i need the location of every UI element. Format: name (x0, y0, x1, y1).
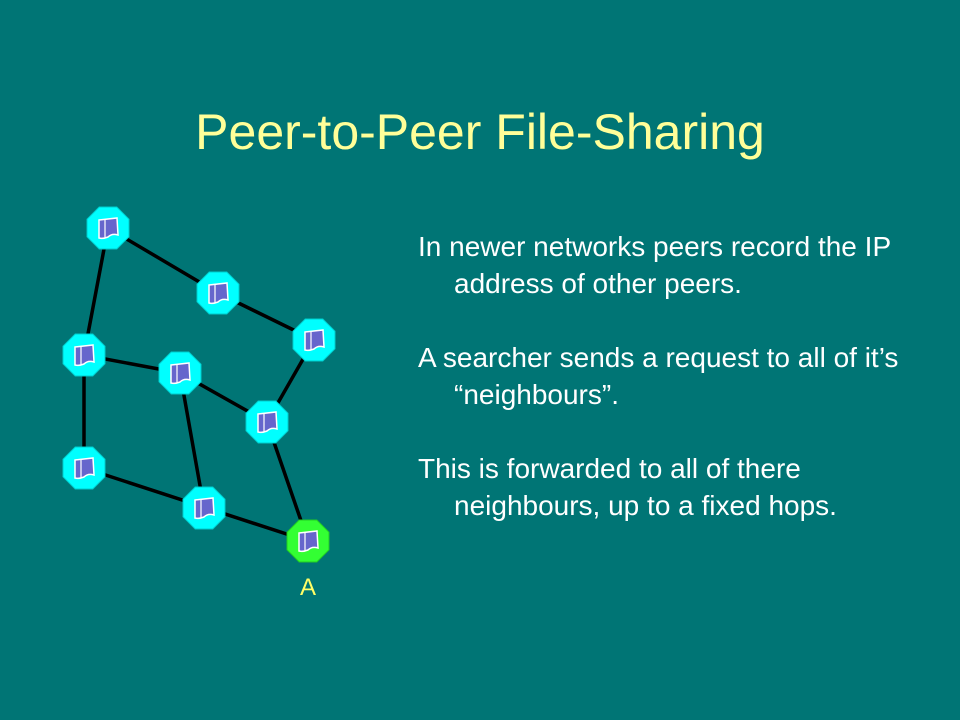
folder-document-icon (170, 362, 191, 385)
peer-node-5 (158, 351, 202, 395)
peer-node-7 (62, 446, 106, 490)
paragraph-2: A searcher sends a request to all of it’… (418, 342, 899, 410)
searcher-label: A (300, 574, 316, 601)
peer-node-8 (182, 486, 226, 530)
peer-nodes (62, 206, 336, 563)
folder-document-icon (74, 344, 95, 367)
peer-node-3 (292, 318, 336, 362)
bullet-text: In newer networks peers record the IP ad… (418, 228, 918, 524)
folder-document-icon (304, 329, 325, 352)
peer-node-6 (245, 400, 289, 444)
folder-document-icon (74, 457, 95, 480)
slide-title: Peer-to-Peer File-Sharing (195, 104, 765, 160)
folder-document-icon (194, 497, 215, 520)
paragraph-3: This is forwarded to all of there neighb… (418, 453, 837, 521)
paragraph-1: In newer networks peers record the IP ad… (418, 231, 891, 299)
folder-document-icon (298, 530, 319, 553)
peer-node-4 (62, 333, 106, 377)
peer-node-1 (86, 206, 130, 250)
folder-document-icon (98, 217, 119, 240)
folder-document-icon (208, 282, 229, 305)
peer-node-2 (196, 271, 240, 315)
searcher-node-a (286, 519, 330, 563)
folder-document-icon (257, 411, 278, 434)
link-5-8 (178, 371, 206, 510)
